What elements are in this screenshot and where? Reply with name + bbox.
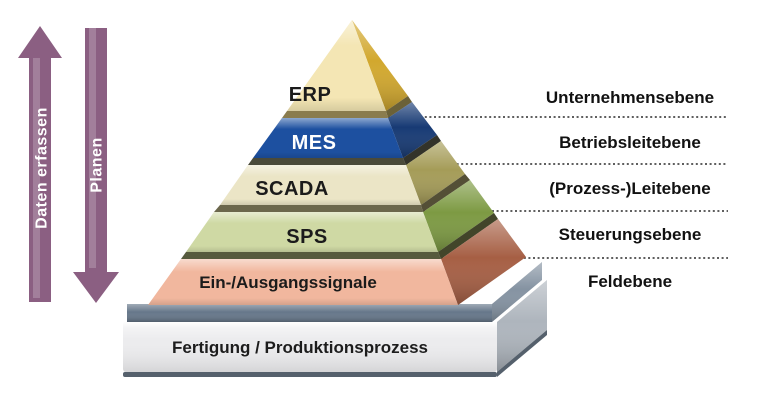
sub-plate-side-shade bbox=[492, 262, 542, 322]
level-sps-separator-side bbox=[438, 213, 498, 259]
base-plate-side-bevel bbox=[497, 330, 547, 377]
up-arrow-label: Daten erfassen bbox=[34, 107, 51, 229]
flow-arrows: Daten erfassen Planen bbox=[18, 26, 119, 303]
level-mes-side-shade bbox=[388, 102, 437, 158]
base-plate-label: Fertigung / Produktionsprozess bbox=[172, 338, 428, 357]
level-scada-separator-side bbox=[421, 174, 470, 212]
level-erp-side-shade bbox=[352, 20, 408, 111]
level-scada-front-shade bbox=[220, 165, 421, 205]
level-scada-label: SCADA bbox=[255, 178, 329, 200]
up-arrow bbox=[18, 26, 62, 302]
level-mes-front-shade bbox=[253, 118, 403, 158]
level-io-front-shade bbox=[148, 259, 458, 305]
label-steuerungsebene: Steuerungsebene bbox=[559, 225, 702, 244]
down-arrow-highlight bbox=[89, 28, 96, 268]
base-plate-side-shade bbox=[497, 280, 547, 372]
sub-plate-front-shade bbox=[127, 304, 492, 322]
label-unternehmensebene: Unternehmensebene bbox=[546, 88, 714, 107]
base-plate-front-bevel bbox=[123, 372, 497, 377]
level-io-label: Ein-/Ausgangssignale bbox=[199, 273, 377, 292]
pyramid-level-labels: ERP MES SCADA SPS Ein-/Ausgangssignale bbox=[199, 84, 377, 292]
level-sps-separator-front bbox=[181, 252, 441, 259]
level-erp-label: ERP bbox=[289, 84, 332, 106]
level-erp-separator-front bbox=[282, 111, 388, 118]
level-name-labels: Unternehmensebene Betriebsleitebene (Pro… bbox=[546, 88, 714, 291]
level-mes-separator-side bbox=[403, 135, 441, 165]
down-arrow-label: Planen bbox=[89, 137, 106, 192]
label-prozess-leitebene: (Prozess-)Leitebene bbox=[549, 179, 711, 198]
pyramid-sides bbox=[352, 20, 526, 305]
level-mes-separator-front bbox=[248, 158, 406, 165]
level-scada-side-shade bbox=[406, 141, 465, 205]
level-sps-label: SPS bbox=[286, 226, 328, 248]
down-arrow bbox=[73, 28, 119, 303]
up-arrow-highlight bbox=[33, 58, 40, 298]
level-io-side-shade bbox=[441, 219, 526, 305]
level-erp-front-shade bbox=[287, 20, 386, 111]
label-feldebene: Feldebene bbox=[588, 272, 672, 291]
level-erp-separator-side bbox=[386, 96, 412, 118]
pyramid-fronts bbox=[148, 20, 458, 305]
base-plate-front-shade bbox=[123, 322, 497, 372]
sub-plate bbox=[127, 262, 542, 322]
level-scada-separator-front bbox=[214, 205, 423, 212]
base-plate: Fertigung / Produktionsprozess bbox=[123, 280, 547, 377]
label-betriebsleitebene: Betriebsleitebene bbox=[559, 133, 701, 152]
level-mes-label: MES bbox=[292, 132, 337, 154]
level-sps-side-shade bbox=[423, 180, 494, 252]
level-sps-front-shade bbox=[186, 212, 438, 252]
